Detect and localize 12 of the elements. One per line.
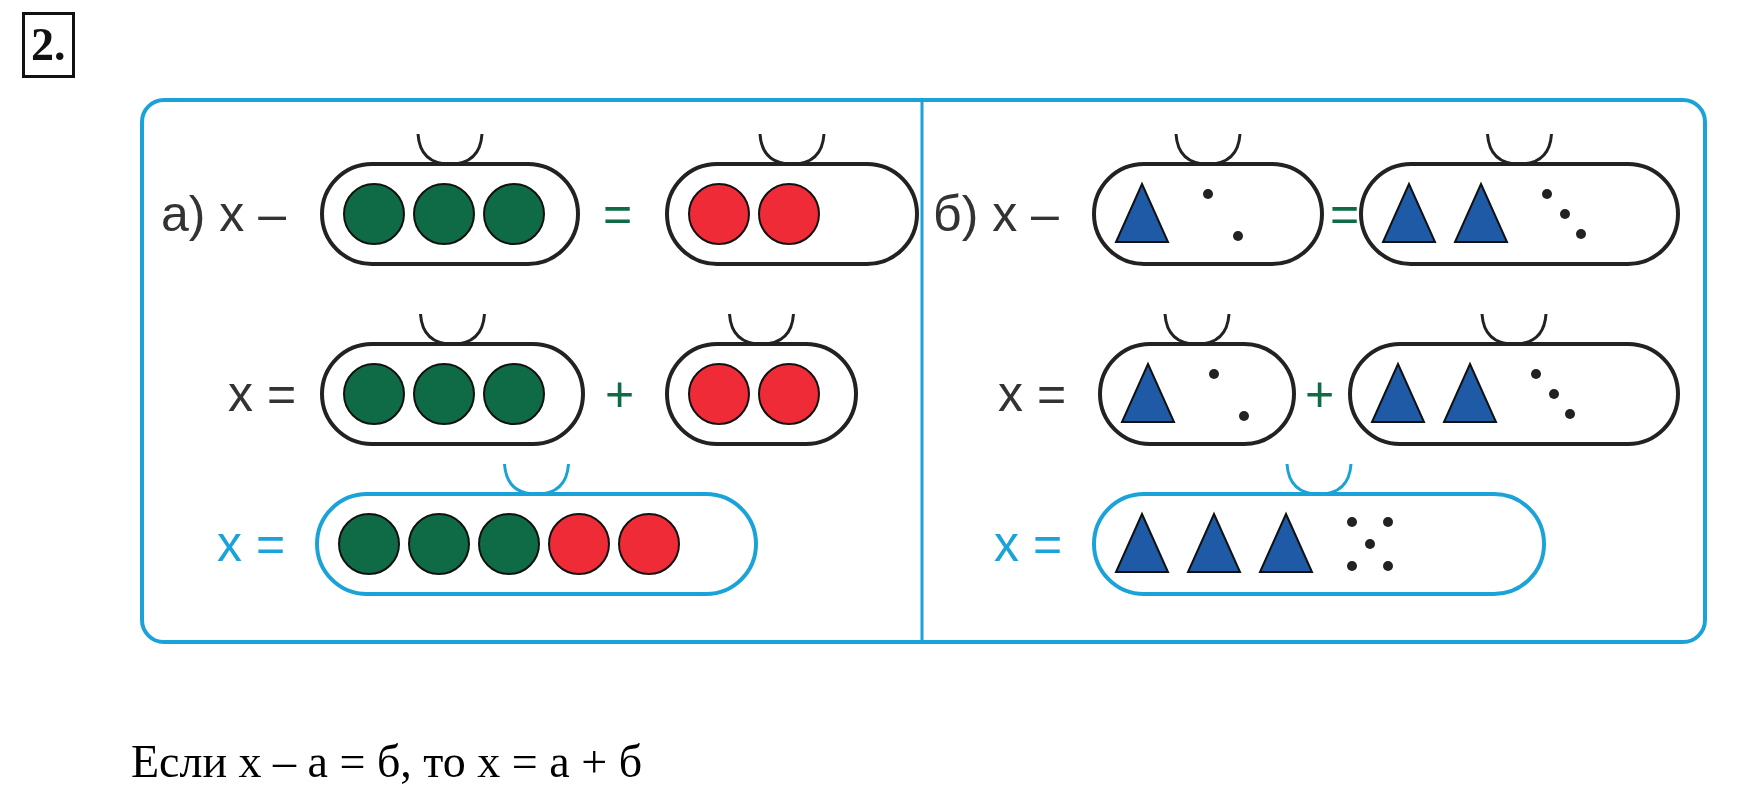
equation-text: х = (994, 515, 1063, 574)
task-number: 2. (22, 12, 75, 78)
rule-caption: Если х – а = б, то х = а + б (131, 735, 643, 789)
equation-text: б) х – (933, 185, 1059, 244)
equals-sign: = (603, 185, 633, 244)
equation-text: х = (217, 515, 286, 574)
equals-sign: = (1330, 185, 1360, 244)
equation-text: а) х – (161, 185, 287, 244)
equation-text: х = (998, 365, 1067, 424)
plus-sign: + (605, 365, 635, 424)
plus-sign: + (1305, 365, 1335, 424)
equation-text: х = (228, 365, 297, 424)
